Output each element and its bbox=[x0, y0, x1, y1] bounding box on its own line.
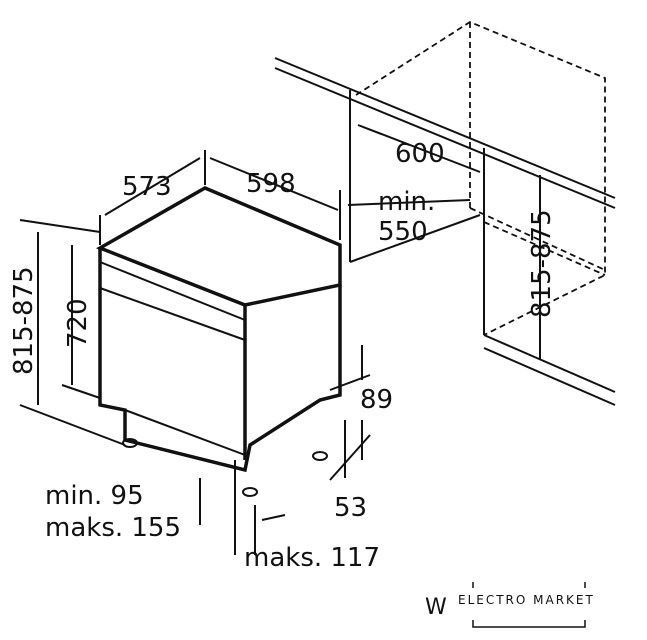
niche-height-label: 815-875 bbox=[527, 209, 557, 318]
feet-max-label: maks. 155 bbox=[45, 513, 181, 543]
width-label: 598 bbox=[246, 169, 296, 199]
countertop bbox=[274, 57, 616, 406]
depth-label: 573 bbox=[122, 172, 172, 202]
feet-min-label: min. 95 bbox=[45, 481, 144, 511]
feet-offset-label: maks. 117 bbox=[244, 543, 380, 573]
total-height-label: 815-875 bbox=[9, 266, 39, 375]
watermark-brand: ELECTRO MARKET bbox=[458, 593, 595, 607]
watermark-logo: W ELECTRO MARKET bbox=[425, 582, 595, 628]
dishwasher-body bbox=[95, 186, 342, 497]
niche-min-value: 550 bbox=[378, 217, 428, 247]
plinth-depth-label: 53 bbox=[334, 493, 367, 523]
plinth-label: 89 bbox=[360, 385, 393, 415]
cabinet-outline bbox=[355, 20, 606, 336]
niche-min-label: min. bbox=[378, 187, 435, 217]
watermark-prefix: W bbox=[425, 595, 447, 620]
niche-width-label: 600 bbox=[395, 139, 445, 169]
dimension-lines bbox=[19, 124, 541, 555]
body-height-label: 720 bbox=[63, 298, 93, 348]
